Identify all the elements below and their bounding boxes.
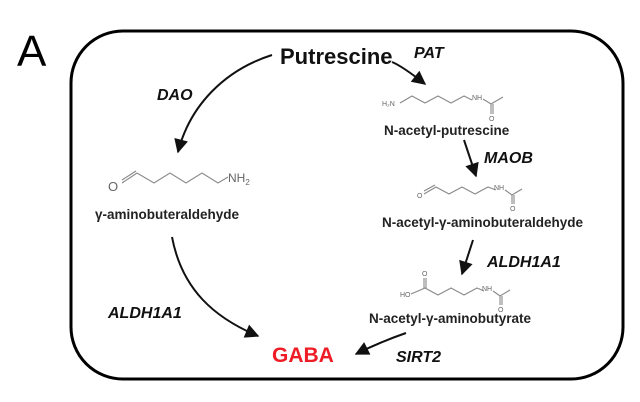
- structure-n-acetyl-gamma-aminobuteraldehyde: O NH O: [417, 184, 523, 213]
- atom-o: O: [108, 179, 118, 194]
- atom-o: O: [510, 206, 516, 213]
- atom-o: O: [417, 193, 423, 200]
- enzyme-dao: DAO: [157, 87, 193, 104]
- enzyme-pat: PAT: [414, 45, 445, 62]
- enzyme-aldh1a1-left: ALDH1A1: [107, 305, 182, 322]
- compound-n-acetyl-gamma-aminobuteraldehyde: N-acetyl-γ-aminobuteraldehyde: [382, 215, 584, 230]
- structure-n-acetyl-putrescine: H₂N NH O: [382, 95, 504, 123]
- structure-n-acetyl-gamma-aminobutyrate: O HO NH O: [400, 271, 511, 314]
- arrow-dao: [174, 54, 273, 154]
- arrow-maob: [463, 139, 479, 178]
- compound-putrescine: Putrescine: [280, 44, 393, 69]
- atom-o: O: [498, 307, 504, 314]
- structure-gamma-aminobuteraldehyde: O NH2: [108, 170, 250, 194]
- atom-nh: NH: [482, 286, 492, 293]
- atom-nh: NH: [494, 185, 504, 192]
- atom-nh2: NH2: [228, 171, 250, 187]
- atom-h2n: H₂N: [382, 101, 395, 108]
- atom-nh: NH: [472, 95, 482, 102]
- atom-o: O: [489, 116, 495, 123]
- enzyme-maob: MAOB: [484, 150, 533, 167]
- enzyme-aldh1a1-right: ALDH1A1: [486, 254, 561, 271]
- pathway-frame: [69, 29, 625, 381]
- compound-gamma-aminobuteraldehyde: γ-aminobuteraldehyde: [95, 207, 240, 222]
- panel-label: A: [17, 27, 47, 76]
- compound-n-acetyl-gamma-aminobutyrate: N-acetyl-γ-aminobutyrate: [369, 311, 532, 326]
- compound-n-acetyl-putrescine: N-acetyl-putrescine: [384, 123, 510, 138]
- enzyme-sirt2: SIRT2: [396, 349, 441, 366]
- arrow-sirt2: [354, 332, 407, 355]
- atom-o: O: [422, 271, 428, 278]
- arrow-aldh1a1-left: [171, 236, 260, 338]
- atom-ho: HO: [400, 292, 411, 299]
- arrow-aldh1a1-right: [459, 239, 474, 276]
- arrow-pat: [391, 61, 427, 85]
- compound-gaba: GABA: [272, 344, 334, 367]
